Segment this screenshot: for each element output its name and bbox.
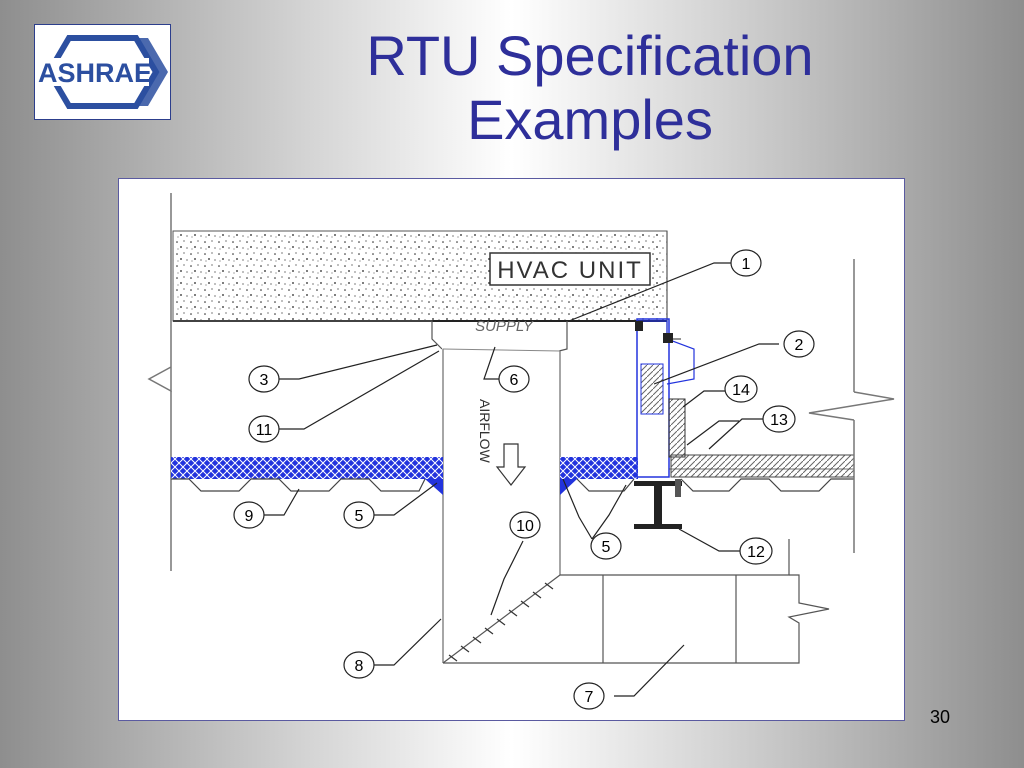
airflow-arrow: [495, 443, 527, 486]
page-number: 30: [930, 707, 951, 727]
roof-membrane-right: [670, 454, 855, 478]
callout-6: 6: [510, 372, 519, 389]
curb-rail: [636, 318, 670, 478]
supply-label: SUPPLY: [475, 318, 534, 335]
callout-12: 12: [747, 544, 765, 561]
callout-bubbles: 1 2 3 5 5 6 7 8 9 10 11 12 13: [233, 249, 815, 710]
callout-9: 9: [245, 508, 254, 525]
right-wall-break: [808, 391, 895, 421]
callout-2: 2: [795, 337, 804, 354]
airflow-label: AIRFLOW: [477, 399, 493, 464]
ashrae-logo-graphic: ASHRAE: [38, 35, 168, 109]
slide-title: RTU Specification Examples: [270, 24, 910, 152]
left-wall-break: [147, 193, 172, 393]
title-line-1: RTU Specification: [366, 24, 814, 87]
roof-deck-right: [680, 478, 854, 492]
callout-14: 14: [732, 382, 750, 399]
callout-10: 10: [516, 518, 534, 535]
roof-deck-left: [171, 478, 426, 492]
sealant-left: [425, 479, 443, 495]
ashrae-logo: ASHRAE: [34, 24, 171, 120]
callout-11: 11: [256, 422, 273, 439]
hvac-unit-label: HVAC UNIT: [497, 257, 643, 284]
callout-1: 1: [742, 256, 751, 273]
rtu-section-drawing: HVAC UNIT SUPPLY AIRFLOW: [118, 178, 905, 721]
duct-lining-hatch: [448, 582, 554, 662]
logo-text: ASHRAE: [38, 58, 152, 88]
callout-13: 13: [770, 412, 788, 429]
title-line-2: Examples: [467, 88, 713, 151]
callout-7: 7: [585, 689, 594, 706]
callout-3: 3: [260, 372, 269, 389]
callout-5-left: 5: [355, 508, 364, 525]
lower-right-wall-break: [787, 574, 830, 664]
wood-nailer: [668, 398, 686, 458]
leader-lines: [264, 262, 779, 697]
callout-5-right: 5: [602, 539, 611, 556]
hvac-unit-label-box: [489, 252, 651, 286]
drawing-canvas: HVAC UNIT SUPPLY AIRFLOW: [147, 193, 895, 710]
steel-beam: [634, 481, 682, 486]
callout-8: 8: [355, 658, 364, 675]
